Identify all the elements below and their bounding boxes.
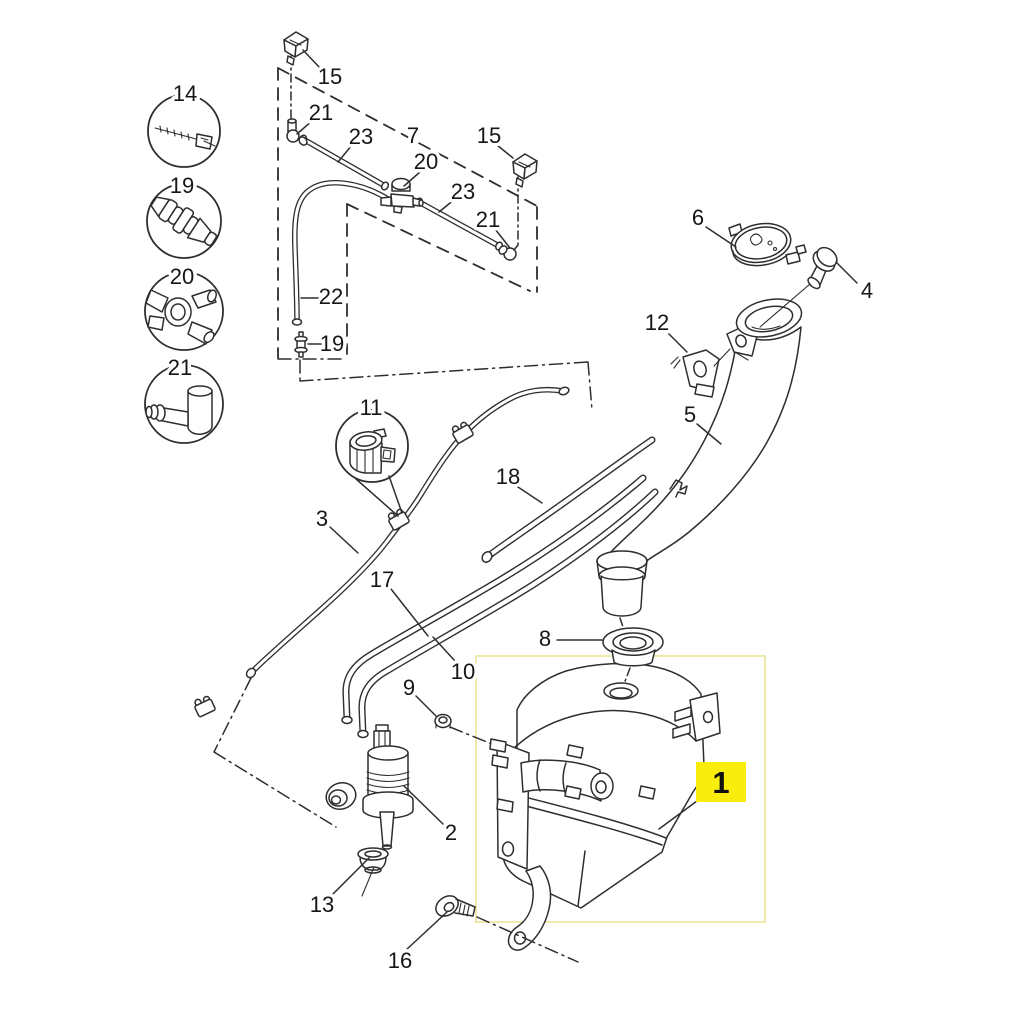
tube-18	[481, 436, 656, 563]
part-11-retainer-clip	[335, 409, 409, 517]
callout-3[interactable]: 3	[312, 503, 331, 535]
washer-nozzle-right	[512, 153, 538, 188]
leader-lines	[296, 49, 858, 951]
callout-15-left[interactable]: 15	[314, 61, 345, 93]
part-4-bolt	[759, 246, 838, 328]
callout-22[interactable]: 22	[315, 281, 346, 313]
part-12-bracket	[670, 348, 731, 398]
washer-nozzle-left	[283, 31, 309, 66]
hose-clamp-upper	[451, 421, 474, 444]
part-9-nut	[434, 713, 452, 729]
callout-17[interactable]: 17	[366, 564, 397, 596]
highlighted-callout-1[interactable]: 1	[696, 762, 746, 802]
callout-21-circle[interactable]: 21	[164, 352, 195, 384]
screw-axis	[476, 916, 579, 963]
callout-4[interactable]: 4	[857, 275, 876, 307]
callout-13[interactable]: 13	[306, 889, 337, 921]
callout-20-tee[interactable]: 20	[410, 146, 441, 178]
hood-dashed-outline	[277, 67, 538, 360]
callout-5[interactable]: 5	[680, 399, 699, 431]
callout-19-small[interactable]: 19	[316, 328, 347, 360]
callout-20-circle[interactable]: 20	[166, 261, 197, 293]
body-reference-lines	[213, 677, 337, 828]
callout-23-left[interactable]: 23	[345, 121, 376, 153]
callout-11[interactable]: 11	[356, 392, 386, 424]
hose-22	[291, 179, 394, 326]
part-1-washer-reservoir	[489, 662, 721, 951]
hose-clamp-lower	[194, 695, 216, 718]
cowl-dashed-outline	[299, 359, 593, 411]
tube-10	[357, 488, 659, 739]
part-20-cross-connector	[144, 271, 224, 351]
callout-14[interactable]: 14	[169, 78, 200, 110]
part-2-washer-pump	[325, 724, 414, 850]
hose-3	[245, 386, 570, 679]
callout-6[interactable]: 6	[688, 202, 707, 234]
part-19-straight-connector	[146, 183, 222, 259]
elbow-connector-right	[498, 244, 519, 261]
elbow-connector-left	[286, 118, 308, 146]
callout-2[interactable]: 2	[441, 817, 460, 849]
connector-19-small	[294, 331, 308, 358]
hose-clamp-middle	[387, 508, 410, 531]
callout-23-right[interactable]: 23	[447, 176, 478, 208]
part-14-cable-tie	[147, 94, 221, 168]
part-21-elbow-connector	[144, 364, 224, 444]
highlighted-callout-1-label[interactable]: 1	[712, 765, 729, 800]
part-6-reservoir-cap	[728, 222, 807, 267]
callout-21-hood-left[interactable]: 21	[305, 97, 336, 129]
callout-7[interactable]: 7	[403, 120, 422, 152]
part-16-screw	[435, 895, 476, 917]
callout-21-hood-right[interactable]: 21	[472, 204, 503, 236]
callout-8[interactable]: 8	[535, 623, 554, 655]
callout-18[interactable]: 18	[492, 461, 523, 493]
callout-labels: 14 19 20 21 15 21 23 7 20 15 23 21 22 19…	[164, 61, 876, 977]
tube-17	[341, 474, 647, 725]
tee-connector	[380, 177, 424, 214]
callout-19-circle[interactable]: 19	[166, 170, 197, 202]
callout-10[interactable]: 10	[447, 656, 478, 688]
callout-16[interactable]: 16	[384, 945, 415, 977]
part-8-grommet	[602, 627, 664, 685]
part-13-grommet	[357, 847, 389, 897]
callout-9[interactable]: 9	[399, 672, 418, 704]
part-5-filler-neck	[596, 298, 803, 637]
callout-15-right[interactable]: 15	[473, 120, 504, 152]
callout-12[interactable]: 12	[641, 307, 672, 339]
